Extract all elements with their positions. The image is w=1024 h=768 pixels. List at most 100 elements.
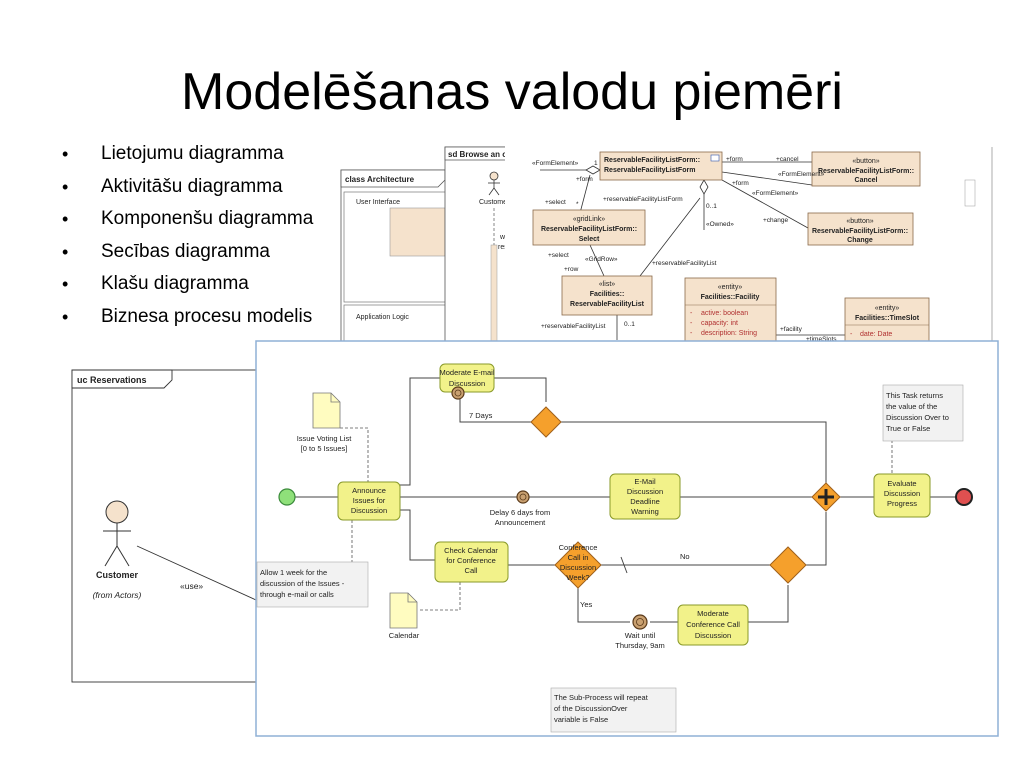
bpmn-subprocess-note-line-3: variable is False (554, 715, 608, 724)
bpmn-task-announce (337, 481, 401, 521)
bpmn-announce-line-3: Discussion (351, 506, 387, 515)
bpmn-evaluate-line-1: Evaluate (887, 479, 916, 488)
bpmn-issue-list-line-2: [0 to 5 Issues] (301, 444, 348, 453)
class-facility-stereotype: «entity» (718, 284, 743, 291)
bpmn-task-email-warning (609, 473, 681, 520)
svg-text:-: - (850, 331, 853, 338)
bpmn-email-warning-line-1: E-Mail (634, 477, 656, 486)
bpmn-yes-label: Yes (580, 600, 592, 609)
usecase-actor-icon (103, 500, 131, 567)
bpmn-note-subprocess (550, 687, 677, 733)
bullet-item: Klašu diagramma (62, 272, 313, 305)
svg-text:-: - (690, 330, 693, 337)
bpmn-timer-wait-icon (632, 614, 648, 630)
bullet-text: Klašu diagramma (101, 273, 249, 294)
sequence-actor-icon (488, 171, 500, 196)
bpmn-allow-note-line-2: discussion of the Issues - (260, 579, 345, 588)
label-form-element-3: «FormElement» (752, 190, 799, 197)
architecture-layer-ui: User Interface (356, 199, 400, 206)
bpmn-evaluate-line-2: Discussion (884, 489, 920, 498)
bpmn-allow-note-line-3: through e-mail or calls (260, 590, 334, 599)
bpmn-document-calendar-icon (389, 592, 418, 629)
bpmn-moderate-email-line-1: Moderate E-mail (439, 368, 494, 377)
bpmn-timer-icon (451, 386, 465, 400)
label-cancel: +cancel (776, 156, 799, 163)
bpmn-task-note-line-3: Discussion Over to (886, 413, 949, 422)
bullet-text: Aktivitāšu diagramma (101, 175, 283, 197)
usecase-actor-source: (from Actors) (93, 590, 142, 600)
class-form-name: ReservableFacilityListForm (604, 167, 695, 174)
bpmn-email-warning-line-2: Discussion (627, 487, 663, 496)
bpmn-conf-gateway-line-1: Conference (559, 543, 598, 552)
bpmn-issue-list-line-1: Issue Voting List (297, 434, 353, 443)
bullet-item: Secības diagramma (62, 240, 313, 273)
bullet-text: Secības diagramma (101, 240, 270, 262)
bpmn-subprocess-note-line-2: of the DiscussionOver (554, 704, 628, 713)
bpmn-check-calendar-line-3: Call (465, 566, 478, 575)
bpmn-note-allow (256, 561, 369, 608)
bpmn-check-calendar-line-1: Check Calendar (444, 546, 498, 555)
label-grid-row: «GridRow» (585, 256, 618, 263)
bpmn-gateway-yes-merge (769, 546, 807, 584)
label-zero-one-1: 0..1 (706, 203, 717, 210)
bpmn-evaluate-line-3: Progress (887, 499, 917, 508)
bpmn-conf-gateway-line-2: Call in (568, 553, 589, 562)
bpmn-document-issue-list-icon (312, 392, 341, 429)
label-mult-1: 1 (594, 160, 598, 167)
bpmn-start-event (278, 488, 296, 506)
label-form-1: +form (726, 156, 743, 163)
label-select-2: +select (548, 252, 569, 259)
bpmn-task-note-line-1: This Task returns (886, 391, 943, 400)
label-change: +change (763, 217, 789, 224)
bullet-text: Lietojumu diagramma (101, 143, 284, 164)
bpmn-moderate-conf-line-1: Moderate (697, 609, 729, 618)
class-select-name: Select (579, 236, 600, 243)
label-zero-one-2: 0..1 (624, 321, 635, 328)
bullet-item: Komponenšu diagramma (62, 207, 314, 240)
bullet-text: Komponenšu diagramma (101, 208, 314, 229)
class-facility-attr-capacity: capacity: int (701, 320, 738, 327)
bpmn-end-event (955, 488, 973, 506)
label-facility: +facility (780, 326, 803, 333)
sequence-actor-label: Customer (479, 199, 510, 206)
bpmn-conf-gateway-line-3: Discussion (560, 563, 596, 572)
class-facility-attr-description: description: String (701, 330, 757, 337)
slide-title: Modelēšanas valodu piemēri (181, 63, 843, 121)
bpmn-email-warning-line-4: Warning (631, 507, 659, 516)
class-facility-name: Facilities::Facility (701, 294, 760, 301)
bpmn-moderate-conf-line-2: Conference Call (686, 620, 740, 629)
bullet-list: Lietojumu diagramma Aktivitāšu diagramma… (62, 142, 314, 338)
bpmn-subprocess-note-line-1: The Sub-Process will repeat (554, 693, 649, 702)
bullet-item: Biznesa procesu modelis (62, 305, 313, 338)
bpmn-wait-line-2: Thursday, 9am (615, 641, 664, 650)
usecase-diagram: uc Reservations Customer (from Actors) «… (71, 369, 263, 683)
class-change-stereotype: «button» (846, 218, 873, 225)
bpmn-task-moderate-email (439, 363, 495, 393)
bullet-item: Lietojumu diagramma (62, 142, 313, 175)
bpmn-wait-line-1: Wait until (625, 631, 656, 640)
bpmn-moderate-email-line-2: Discussion (449, 379, 485, 388)
bpmn-note-task (882, 384, 964, 442)
label-form-element-1: «FormElement» (532, 160, 579, 167)
class-cancel-name: Cancel (855, 177, 878, 184)
usecase-actor-label: Customer (96, 570, 139, 580)
class-select-path: ReservableFacilityListForm:: (541, 226, 637, 233)
label-form-element-2: «FormElement» (778, 171, 825, 178)
label-row: +row (564, 266, 579, 273)
label-form-3: +form (576, 176, 593, 183)
architecture-layer-logic: Application Logic (356, 314, 409, 321)
class-list-name: ReservableFacilityList (570, 301, 645, 308)
class-change-name: Change (847, 237, 873, 244)
class-cancel-stereotype: «button» (852, 158, 879, 165)
label-star-1: * (576, 201, 579, 208)
label-select-1: +select (545, 199, 566, 206)
bpmn-conf-gateway-line-4: Week? (566, 573, 589, 582)
svg-text:-: - (690, 310, 693, 317)
bpmn-timer-delay-icon (516, 490, 530, 504)
bpmn-check-calendar-line-2: for Conference (446, 556, 496, 565)
class-list-stereotype: «list» (599, 281, 615, 288)
label-timeslots: +timeSlots (806, 336, 837, 343)
label-form-2: +form (732, 180, 749, 187)
class-timeslot-stereotype: «entity» (875, 305, 900, 312)
bpmn-gateway-conference (554, 541, 602, 589)
